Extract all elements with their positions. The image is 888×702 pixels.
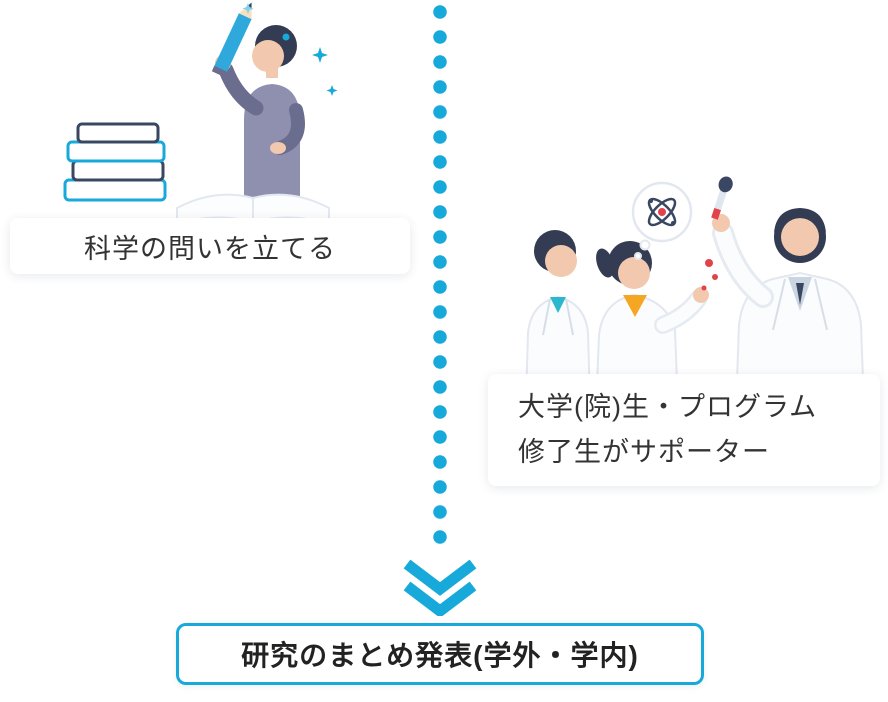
question-step-text: 科学の問いを立てる [84,233,336,264]
supporters-step-text-line1: 大学(院)生・プログラム [518,392,818,422]
student-writing-illustration [63,2,338,230]
pencil-icon [211,2,252,78]
supporters-step-label: 大学(院)生・プログラム 修了生がサポーター [488,374,880,486]
down-arrow-icon [403,560,477,616]
books-stack-icon [63,122,167,202]
question-step-label: 科学の問いを立てる [10,218,410,274]
final-presentation-text: 研究のまとめ発表(学外・学内) [241,640,639,671]
final-presentation-box: 研究のまとめ発表(学外・学内) [176,623,704,685]
flow-dotted-line-icon [433,0,447,552]
supporters-step-text-line2: 修了生がサポーター [518,437,770,467]
pipette-icon [701,176,733,291]
student-figure [215,25,305,215]
atom-bubble-icon [631,181,693,260]
sparkle-icons [242,3,338,96]
